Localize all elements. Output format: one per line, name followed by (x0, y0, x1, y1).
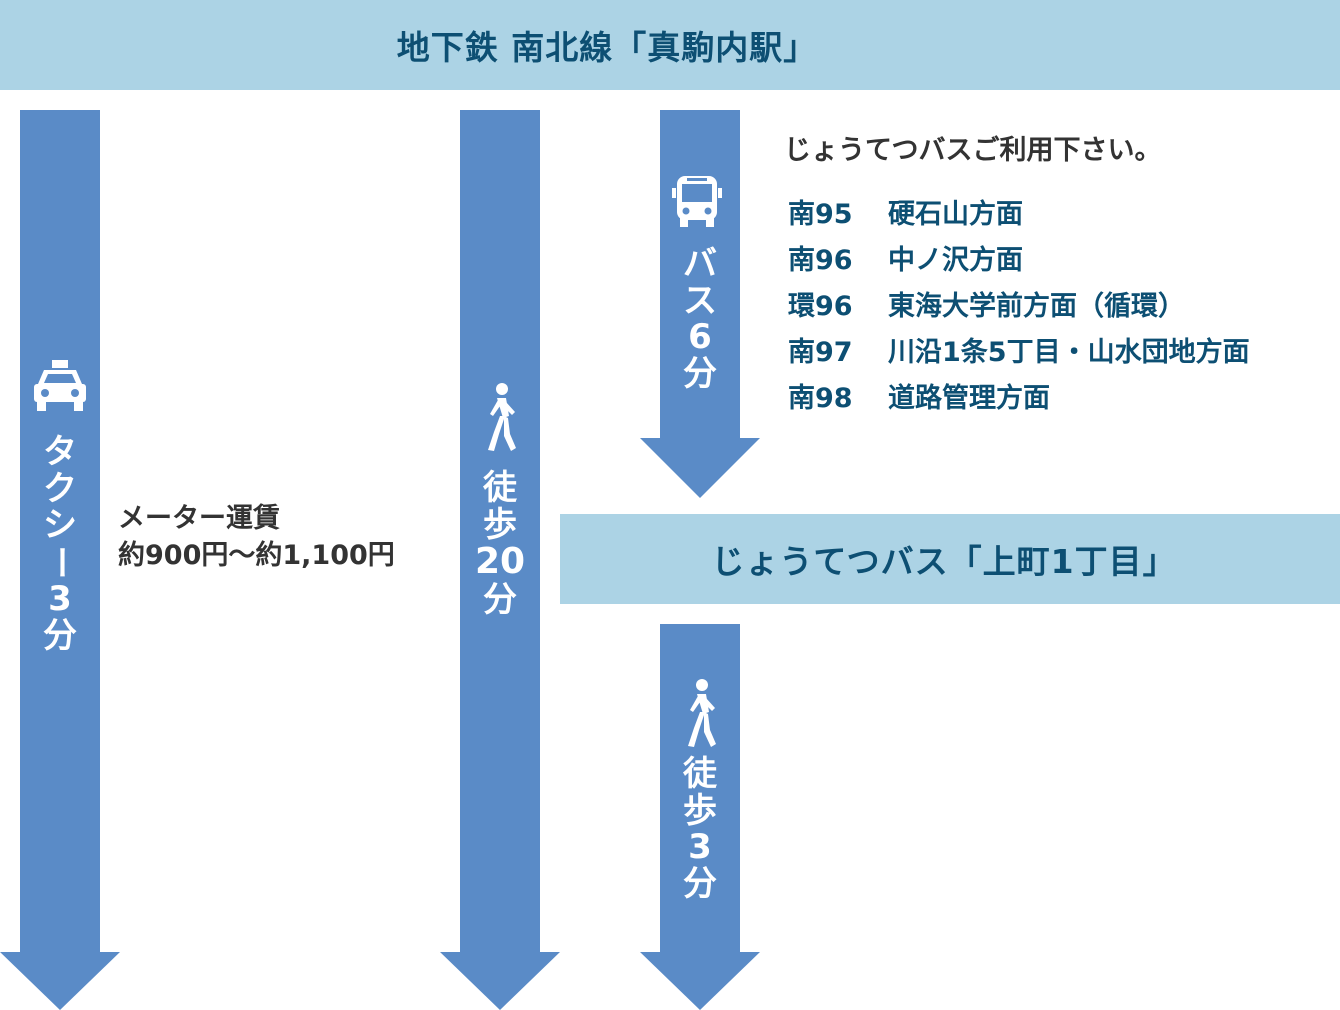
taxi-fare: メーター運賃 約900円～約1,100円 (118, 500, 395, 574)
taxi-label-char: 分 (43, 615, 77, 656)
walk-long-label-char: 分 (483, 580, 517, 621)
taxi-arrow (0, 110, 120, 1010)
walking-person-icon (682, 678, 718, 748)
route-destination: 道路管理方面 (888, 382, 1050, 414)
bus-route-item: 南98 道路管理方面 (788, 372, 1250, 418)
route-destination: 硬石山方面 (888, 198, 1023, 230)
taxi-label-char: シ (43, 505, 77, 546)
bus-label-char: 6 (688, 317, 712, 358)
taxi-label-char: 3 (48, 578, 72, 619)
taxi-label-char: ク (43, 468, 77, 509)
bus-label-char: 分 (683, 354, 717, 395)
walk-short-label-char: 3 (688, 827, 712, 868)
bus-instruction: じょうてつバスご利用下さい。 (784, 135, 1162, 166)
route-code: 南97 (788, 336, 853, 368)
departure-station-label: 地下鉄 南北線「真駒内駅」 (396, 28, 818, 67)
bus-label-char: バ (683, 244, 717, 284)
bus-route-item: 南97 川沿1条5丁目・山水団地方面 (788, 326, 1250, 372)
walk-short-duration-label: 徒 歩 3 分 (660, 756, 740, 903)
bus-icon (671, 174, 723, 228)
bus-route-list: 南95 硬石山方面 南96 中ノ沢方面 環96 東海大学前方面（循環） 南97 … (788, 188, 1250, 418)
bus-route-item: 環96 東海大学前方面（循環） (788, 280, 1250, 326)
taxi-label-char: タ (43, 432, 77, 472)
transfer-bus-stop-label: じょうてつバス「上町1丁目」 (711, 542, 1177, 581)
departure-station-band: 地下鉄 南北線「真駒内駅」 (0, 0, 1340, 90)
taxi-fare-label: メーター運賃 (118, 503, 280, 534)
route-code: 南95 (788, 198, 853, 230)
route-code: 南98 (788, 382, 853, 414)
walking-person-icon (482, 382, 518, 452)
bus-route-item: 南96 中ノ沢方面 (788, 234, 1250, 280)
bus-arrow (640, 110, 760, 498)
bus-route-item: 南95 硬石山方面 (788, 188, 1250, 234)
route-destination: 東海大学前方面（循環） (888, 290, 1185, 322)
route-destination: 川沿1条5丁目・山水団地方面 (888, 336, 1250, 368)
bus-label-char: ス (683, 280, 717, 321)
transfer-bus-stop-band: じょうてつバス「上町1丁目」 (560, 514, 1340, 604)
taxi-icon (32, 358, 88, 414)
walk-short-label-char: 分 (683, 864, 717, 905)
walk-long-label-char: 歩 (483, 504, 517, 545)
walk-long-label-char: 徒 (483, 468, 517, 508)
route-destination: 中ノ沢方面 (888, 244, 1023, 276)
walk-short-label-char: 徒 (683, 754, 717, 794)
walk-long-arrow (440, 110, 560, 1010)
walk-long-duration-label: 徒 歩 20 分 (460, 470, 540, 619)
walk-short-label-char: 歩 (683, 790, 717, 831)
taxi-fare-range: 約900円～約1,100円 (118, 540, 395, 571)
route-code: 南96 (788, 244, 853, 276)
walk-short-arrow (640, 624, 760, 1010)
taxi-label-char: ー (40, 545, 81, 580)
walk-long-label-char: 20 (474, 541, 526, 583)
bus-duration-label: バ ス 6 分 (660, 246, 740, 393)
taxi-duration-label: タ ク シ ー 3 分 (20, 434, 100, 654)
route-code: 環96 (788, 290, 853, 322)
